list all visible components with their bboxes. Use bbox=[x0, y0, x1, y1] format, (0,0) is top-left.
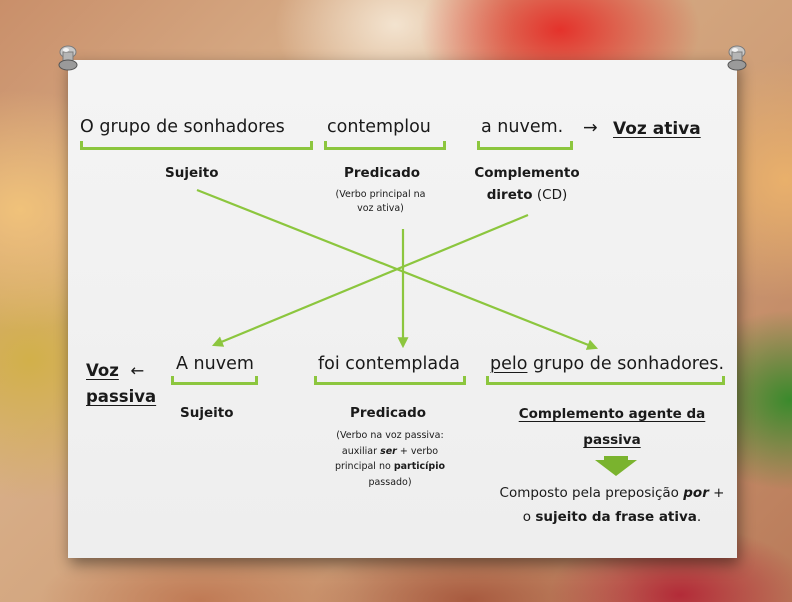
active-verb: contemplou bbox=[327, 117, 431, 137]
active-subject-label: Sujeito bbox=[165, 165, 219, 181]
bracket bbox=[314, 376, 466, 385]
passive-predicate-note: (Verbo na voz passiva: auxiliar ser + ve… bbox=[334, 430, 445, 488]
bracket bbox=[80, 141, 313, 150]
arrow-left-icon: ← bbox=[130, 361, 145, 380]
bracket bbox=[324, 141, 446, 150]
passive-agent: pelo grupo de sonhadores. bbox=[490, 354, 725, 374]
active-object-label: Complemento direto (CD) bbox=[474, 165, 580, 203]
passive-subject-label: Sujeito bbox=[180, 405, 234, 421]
active-subject: O grupo de sonhadores bbox=[80, 117, 285, 137]
pushpin-icon bbox=[727, 45, 747, 71]
passive-verb: foi contemplada bbox=[318, 354, 460, 374]
bracket bbox=[486, 376, 725, 385]
agent-description: Composto pela preposição por + o sujeito… bbox=[499, 485, 725, 525]
arrow-right-icon: → bbox=[583, 118, 598, 138]
agent-title: Complemento agente da passiva bbox=[518, 406, 706, 448]
pushpin-icon bbox=[58, 45, 78, 71]
bracket bbox=[171, 376, 258, 385]
bracket bbox=[477, 141, 573, 150]
active-predicate-note: (Verbo principal na voz ativa) bbox=[335, 189, 426, 214]
active-predicate-label: Predicado bbox=[344, 165, 421, 181]
passive-voice-label: Voz ← passiva bbox=[86, 361, 157, 406]
passive-predicate-label: Predicado bbox=[350, 405, 427, 421]
active-voice-label: Voz ativa bbox=[613, 119, 701, 139]
active-object: a nuvem. bbox=[481, 117, 564, 137]
passive-subject: A nuvem bbox=[176, 354, 254, 374]
